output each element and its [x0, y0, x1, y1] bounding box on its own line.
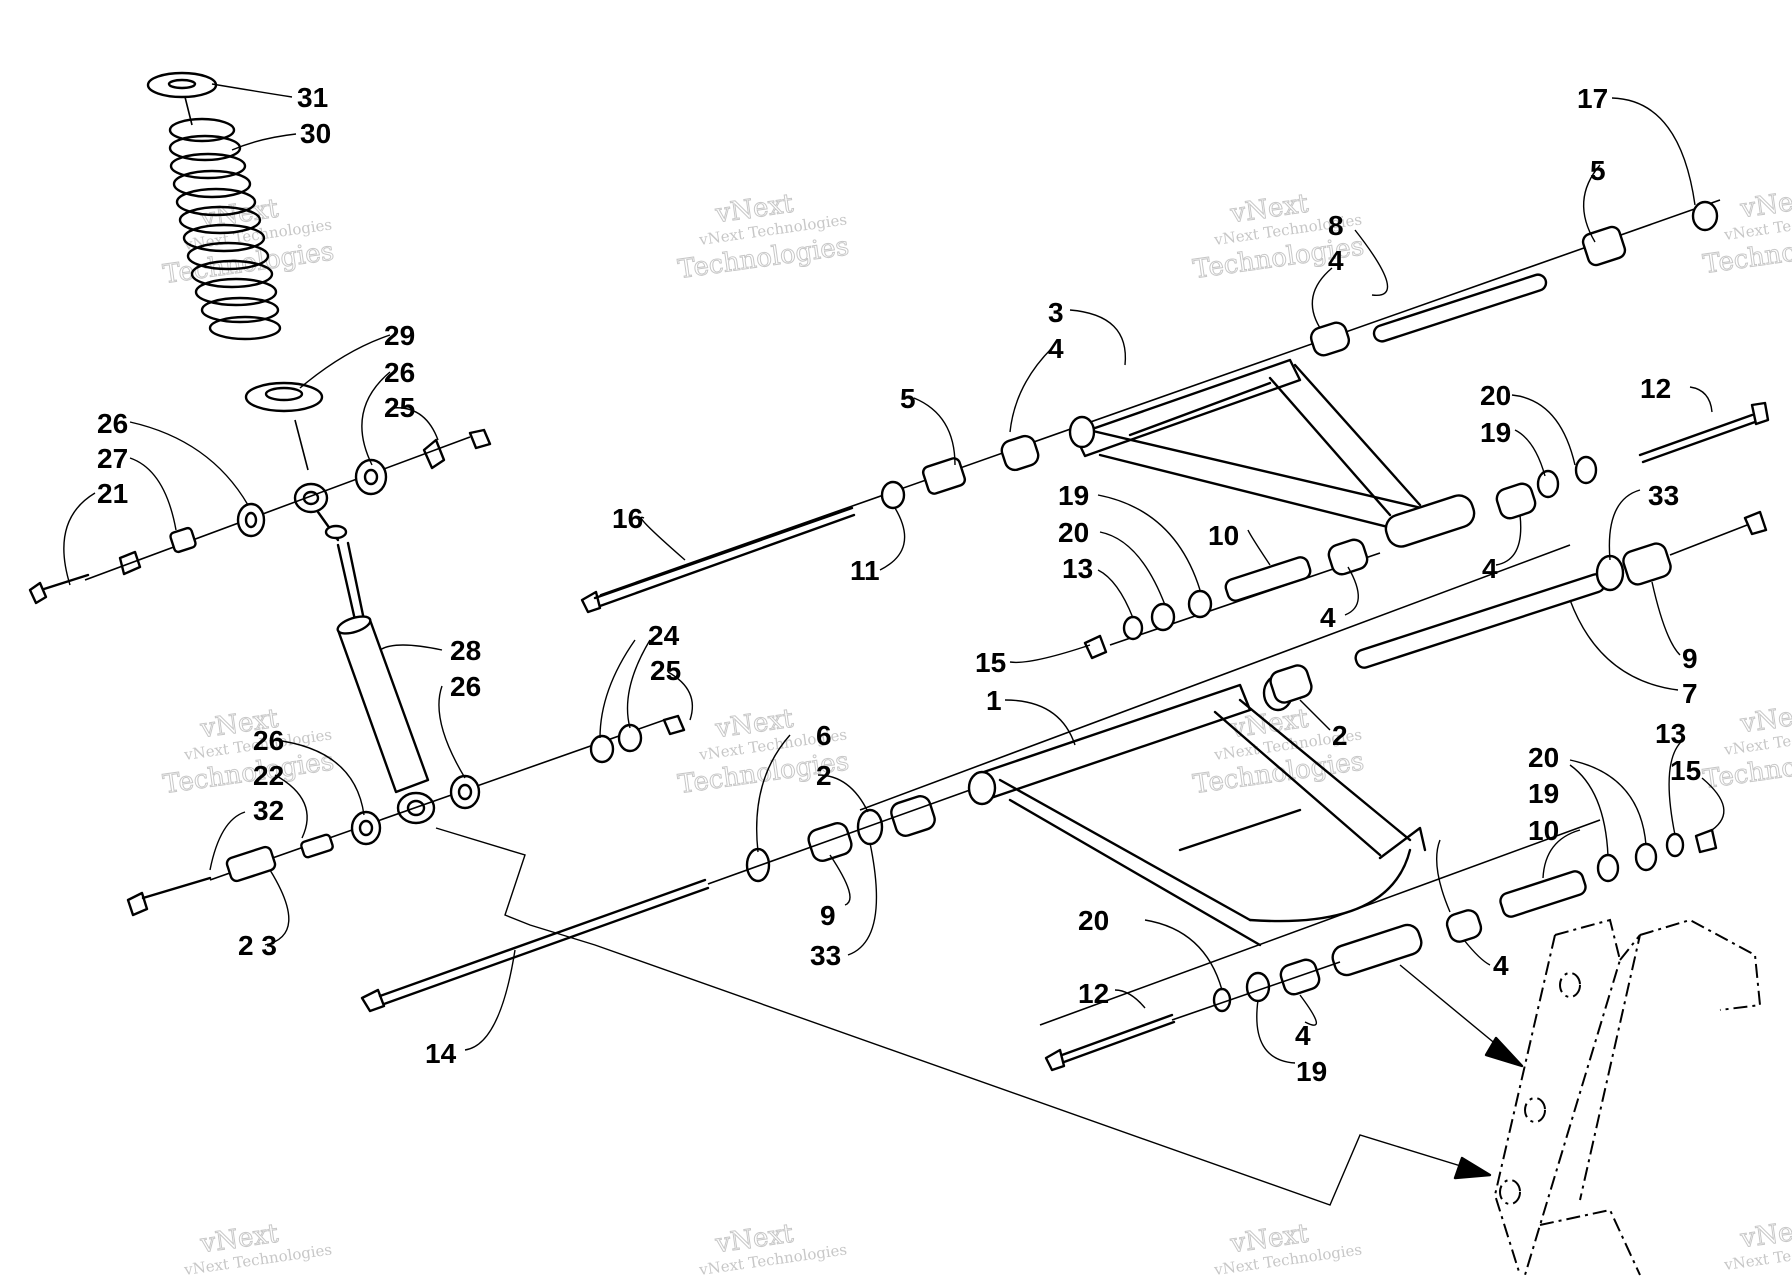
- callout-26: 26: [384, 357, 415, 388]
- spindle-outline: [1493, 918, 1762, 1276]
- watermark: vNext vNext Technologies Technologies: [1191, 188, 1367, 285]
- middle-bushing-stack: [1083, 538, 1381, 660]
- watermark: vNext vNext Technologies: [182, 1218, 333, 1279]
- callout-4: 4: [1328, 245, 1344, 276]
- callout-2: 2: [816, 760, 832, 791]
- callout-15: 15: [1670, 755, 1701, 786]
- callout-19: 19: [1480, 417, 1511, 448]
- callout-26: 26: [253, 725, 284, 756]
- callout-30: 30: [300, 118, 331, 149]
- callout-11: 11: [850, 555, 880, 586]
- spring-cap-upper: [146, 71, 218, 126]
- callout-28: 28: [450, 635, 481, 666]
- callout-5: 5: [900, 383, 916, 414]
- coil-spring: [168, 117, 282, 341]
- callout-13: 13: [1062, 553, 1093, 584]
- callout-4: 4: [1482, 553, 1498, 584]
- callout-25: 25: [650, 655, 681, 686]
- callout-24: 24: [648, 620, 680, 651]
- callout-9: 9: [820, 900, 836, 931]
- callout-27: 27: [97, 443, 128, 474]
- assembly-arrows: [435, 827, 1524, 1206]
- callout-4: 4: [1295, 1020, 1311, 1051]
- callout-12: 12: [1078, 978, 1109, 1009]
- callout-15: 15: [975, 647, 1006, 678]
- callout-33: 33: [1648, 480, 1679, 511]
- callout-16: 16: [612, 503, 643, 534]
- callout-2: 2: [1332, 720, 1348, 751]
- callout-21: 21: [97, 478, 128, 509]
- callout-10: 10: [1528, 815, 1559, 846]
- shock-absorber: [293, 482, 436, 825]
- callout-19: 19: [1058, 480, 1089, 511]
- callout-22: 22: [253, 760, 284, 791]
- watermark: vNext vNext Technologies Technologies: [676, 188, 852, 285]
- callout-20: 20: [1058, 517, 1089, 548]
- upper-a-arm: [599, 199, 1721, 596]
- callout-19: 19: [1528, 778, 1559, 809]
- callout-20: 20: [1480, 380, 1511, 411]
- spring-seat-lower: [244, 381, 324, 471]
- callout-23: 2 3: [238, 930, 277, 961]
- callout-26: 26: [97, 408, 128, 439]
- watermark: vNext vNext Technologies Technologies: [1701, 698, 1792, 795]
- callout-12: 12: [1640, 373, 1671, 404]
- callout-31: 31: [297, 82, 328, 113]
- watermark: vNext vNext Technologies: [1212, 1218, 1363, 1279]
- callout-33: 33: [810, 940, 841, 971]
- lower-rear-hardware: [1044, 828, 1718, 1072]
- callout-25: 25: [384, 392, 415, 423]
- callout-8: 8: [1328, 210, 1344, 241]
- callout-4: 4: [1493, 950, 1509, 981]
- callout-3: 3: [1048, 297, 1064, 328]
- callout-5: 5: [1590, 155, 1606, 186]
- callout-20: 20: [1528, 742, 1559, 773]
- bolt-16: [580, 200, 1719, 614]
- watermarks: vNext vNext Technologies Technologies vN…: [161, 183, 1792, 1279]
- callout-4: 4: [1320, 602, 1336, 633]
- callout-10: 10: [1208, 520, 1239, 551]
- callout-1: 1: [986, 685, 1002, 716]
- callout-19: 19: [1296, 1056, 1327, 1087]
- callout-32: 32: [253, 795, 284, 826]
- watermark: vNext vNext Technologies: [1722, 1213, 1792, 1274]
- leader-lines: [63, 83, 1725, 1064]
- callout-14: 14: [425, 1038, 457, 1069]
- parts: [28, 71, 1770, 1276]
- bolt-12-upper: [1495, 401, 1770, 520]
- upper-mount-hardware: [28, 428, 492, 605]
- watermark: vNext vNext Technologies Technologies: [161, 193, 337, 290]
- callout-4: 4: [1048, 333, 1064, 364]
- callout-17: 17: [1577, 83, 1608, 114]
- callout-26: 26: [450, 671, 481, 702]
- callout-9: 9: [1682, 643, 1698, 674]
- callout-6: 6: [816, 720, 832, 751]
- watermark: vNext vNext Technologies: [697, 1218, 848, 1279]
- callout-13: 13: [1655, 718, 1686, 749]
- bolt-14: [360, 789, 971, 1013]
- lower-mount-hardware: [126, 714, 686, 917]
- callout-labels: 31 30 29 26 25 26 27 21 28 26 26 22 32 2…: [97, 82, 1701, 1087]
- shaft-7: [1269, 510, 1768, 704]
- callout-7: 7: [1682, 678, 1698, 709]
- callout-29: 29: [384, 320, 415, 351]
- callout-20: 20: [1078, 905, 1109, 936]
